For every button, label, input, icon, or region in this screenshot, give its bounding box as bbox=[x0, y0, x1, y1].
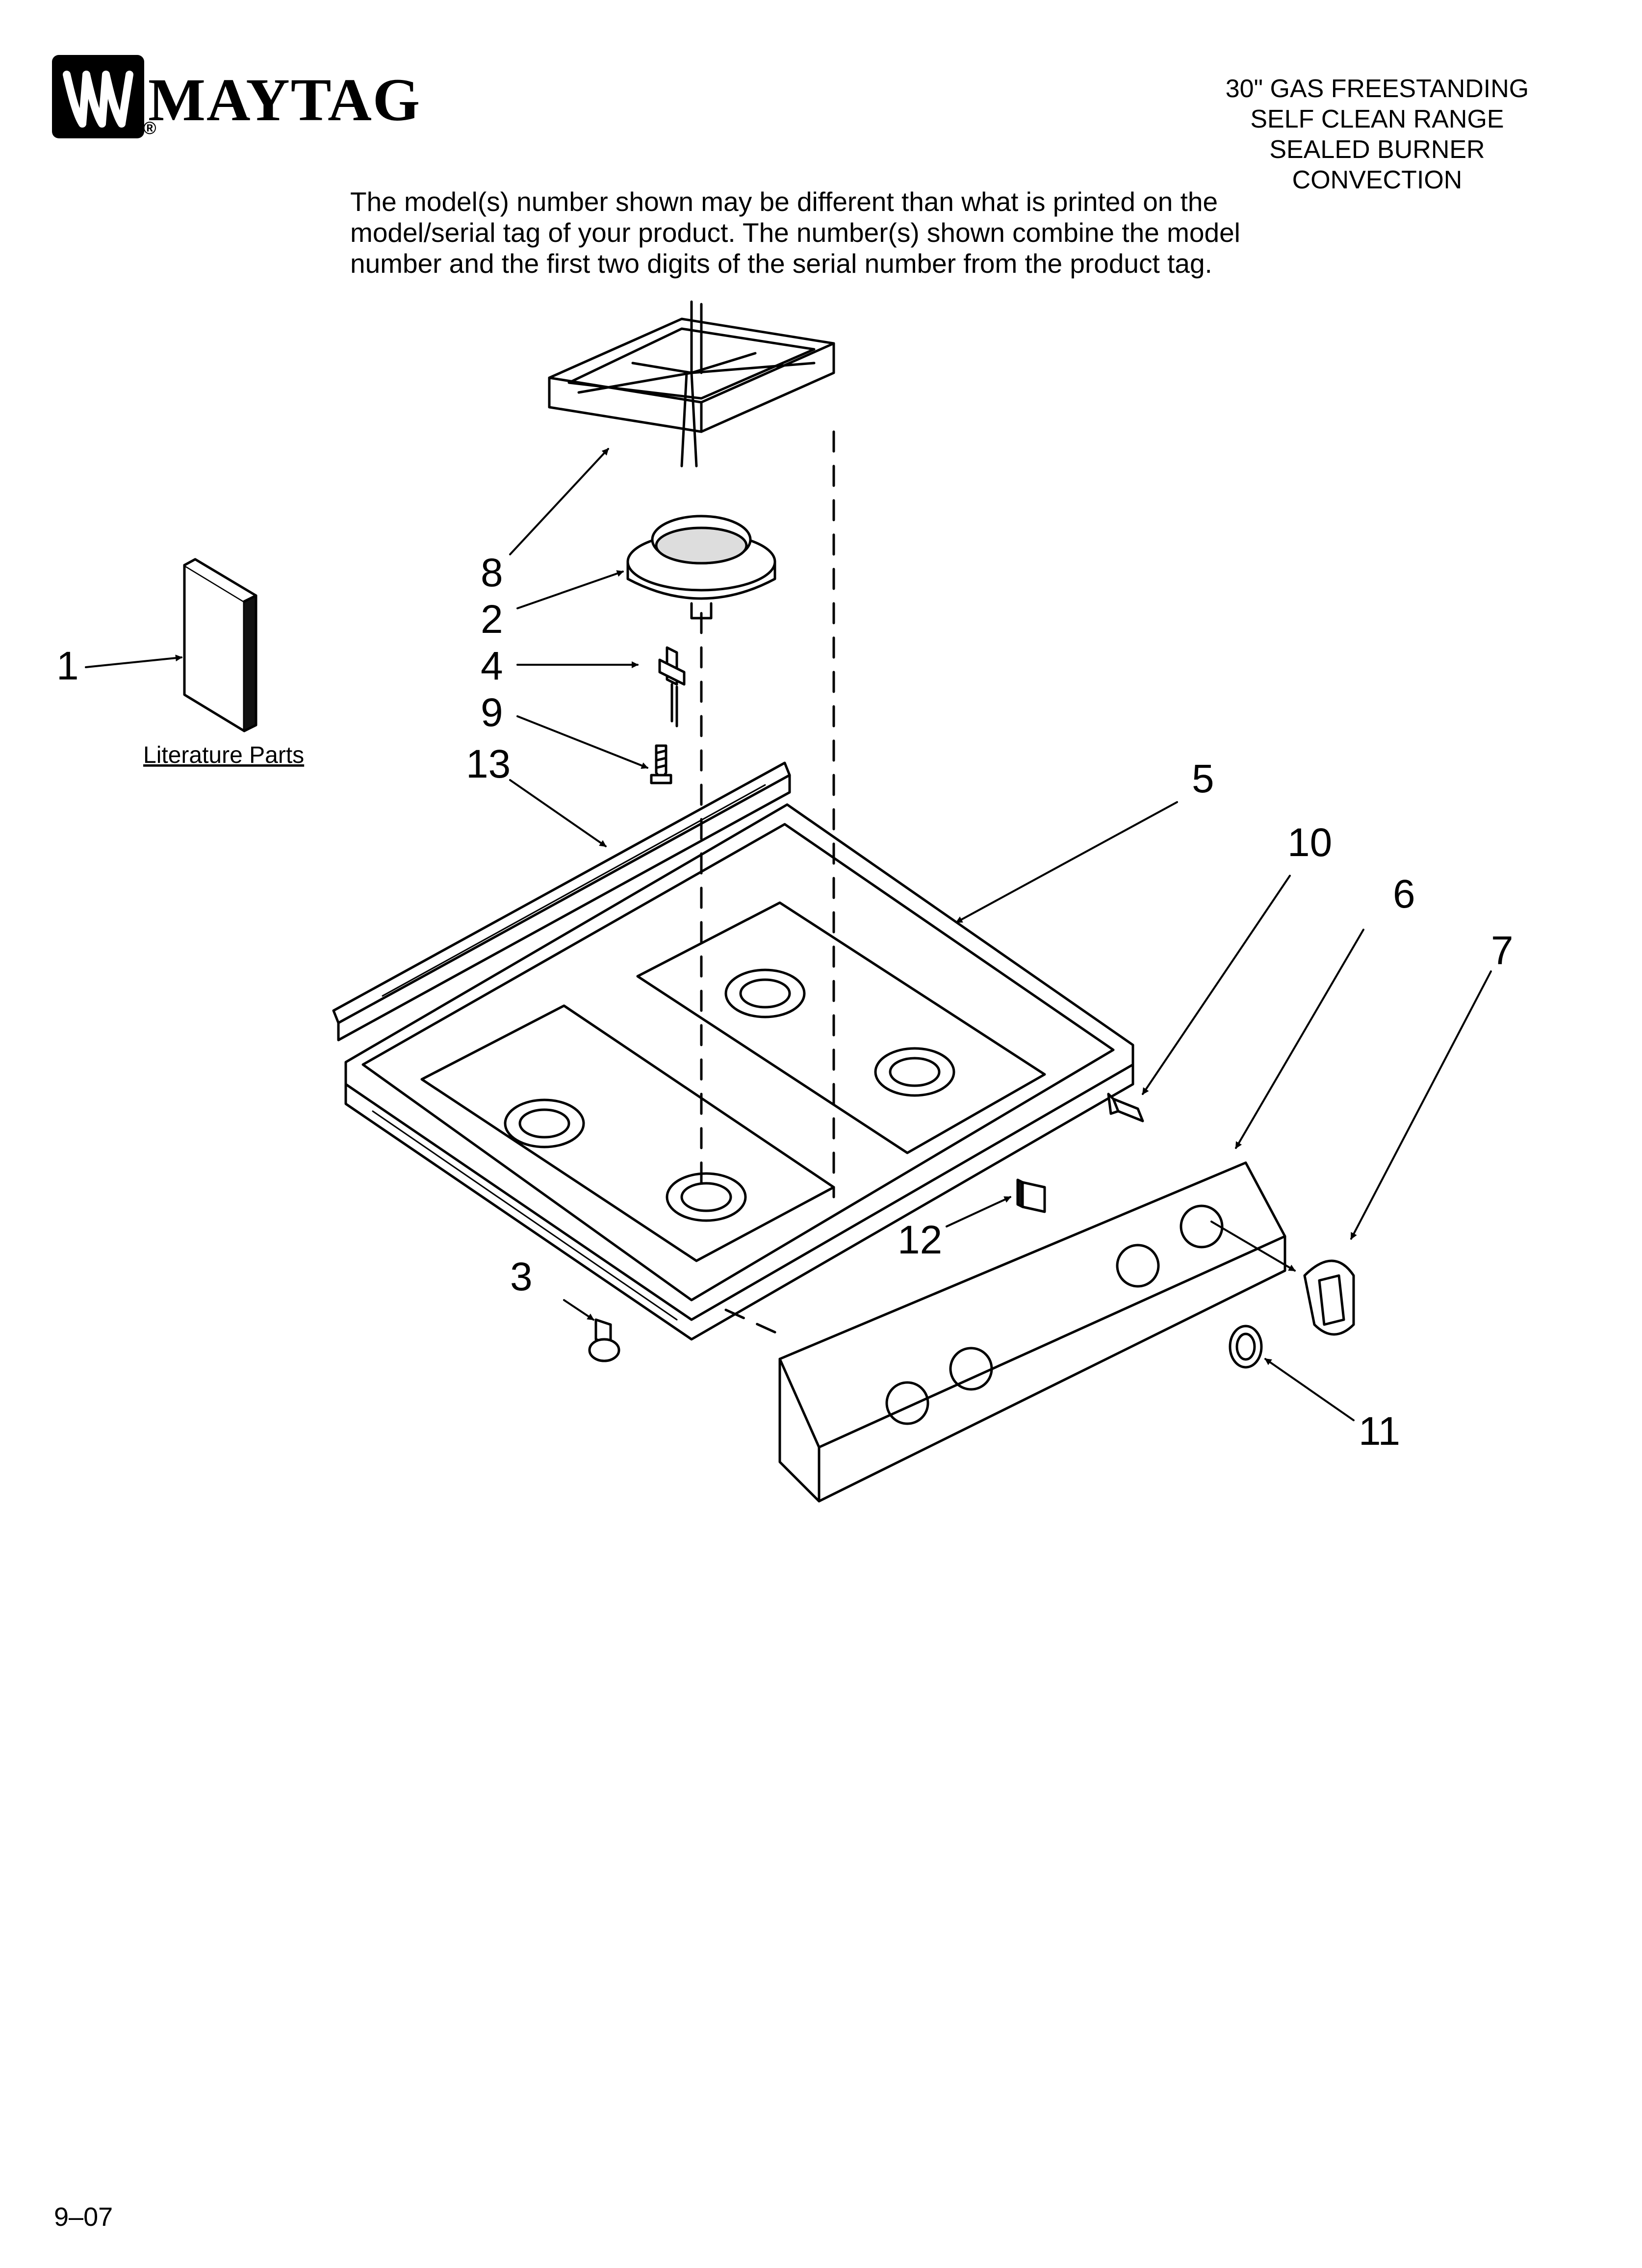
brand-name: MAYTAG bbox=[148, 66, 421, 133]
callout-2: 2 bbox=[481, 597, 503, 642]
callout-13: 13 bbox=[466, 742, 511, 786]
maytag-m-logo-icon bbox=[52, 55, 144, 138]
literature-parts-book bbox=[183, 558, 257, 732]
notice-line: model/serial tag of your product. The nu… bbox=[350, 217, 1240, 248]
literature-parts-label: Literature Parts bbox=[143, 742, 304, 768]
callout-3: 3 bbox=[510, 1254, 533, 1299]
maytag-logo: MAYTAG ® bbox=[52, 55, 420, 148]
spark-igniter bbox=[658, 646, 686, 728]
notice-line: The model(s) number shown may be differe… bbox=[350, 186, 1218, 217]
callout-6: 6 bbox=[1393, 872, 1415, 916]
callout-5: 5 bbox=[1192, 756, 1214, 801]
header-line: SELF CLEAN RANGE bbox=[1250, 105, 1504, 133]
callout-leaders bbox=[85, 448, 1492, 1421]
panel-screw bbox=[1107, 1093, 1144, 1122]
header-line: SEALED BURNER bbox=[1269, 135, 1485, 164]
callout-1: 1 bbox=[56, 644, 79, 688]
control-knob bbox=[1303, 1259, 1355, 1336]
product-description: 30" GAS FREESTANDING SELF CLEAN RANGE SE… bbox=[1156, 74, 1598, 195]
rocker-switch bbox=[1016, 1178, 1046, 1213]
callout-12: 12 bbox=[898, 1218, 942, 1262]
callout-11: 11 bbox=[1359, 1409, 1400, 1454]
date-code: 9–07 bbox=[54, 2202, 113, 2232]
control-panel-manifold bbox=[778, 1161, 1286, 1503]
callout-4: 4 bbox=[481, 644, 503, 688]
leveling-leg bbox=[588, 1318, 620, 1362]
header-line: 30" GAS FREESTANDING bbox=[1225, 75, 1529, 103]
notice-line: number and the first two digits of the s… bbox=[350, 248, 1212, 279]
callout-9: 9 bbox=[481, 690, 503, 735]
burner-cap bbox=[626, 515, 776, 620]
mounting-screw bbox=[650, 744, 672, 784]
callout-8: 8 bbox=[481, 550, 503, 595]
knob-bezel bbox=[1229, 1325, 1263, 1369]
cooktop-main-top bbox=[344, 803, 1134, 1341]
model-notice: The model(s) number shown may be differe… bbox=[350, 186, 1331, 279]
registered-mark: ® bbox=[143, 118, 156, 138]
header-line: CONVECTION bbox=[1292, 166, 1462, 194]
callout-10: 10 bbox=[1287, 820, 1332, 865]
callout-7: 7 bbox=[1491, 928, 1514, 973]
burner-grate bbox=[548, 300, 835, 468]
